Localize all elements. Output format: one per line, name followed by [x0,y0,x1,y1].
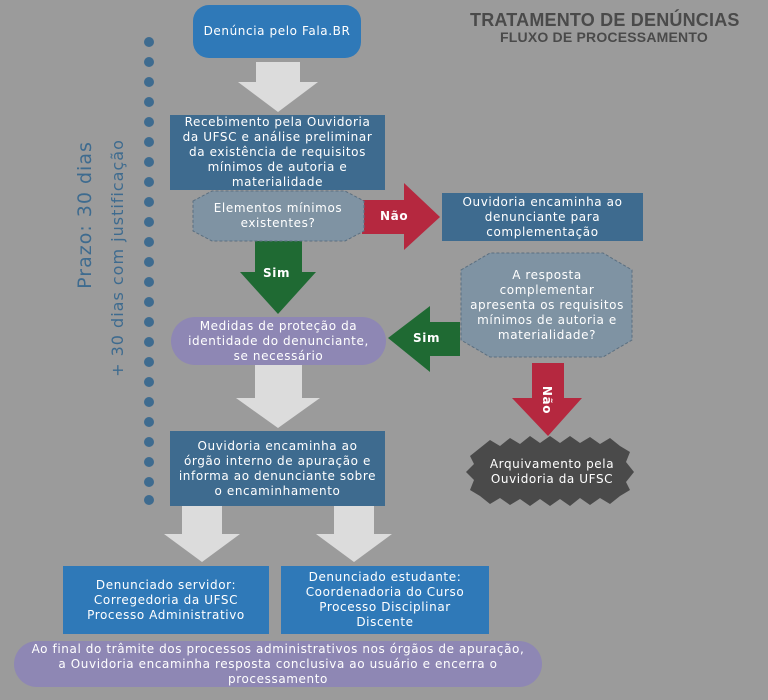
timeline-dot [144,77,154,87]
decision-1-text: Elementos mínimos existentes? [213,201,343,230]
protection-node: Medidas de proteção da identidade do den… [171,317,386,365]
forward-node: Ouvidoria encaminha ao órgão interno de … [170,431,385,506]
flow-arrow [316,506,392,562]
decision-2-shape [460,252,633,358]
diagram-subtitle: FLUXO DE PROCESSAMENTO [500,29,708,45]
timeline-dot [144,217,154,227]
decision-2-text: A resposta complementar apresenta os req… [470,267,624,342]
timeline-dot [144,37,154,47]
flow-arrow [238,62,318,112]
no-label-2: Não [540,385,555,415]
timeline-dot [144,137,154,147]
reception-node: Recebimento pela Ouvidoria da UFSC e aná… [170,115,385,190]
complement-node: Ouvidoria encaminha ao denunciante para … [442,193,643,241]
timeline-dot [144,237,154,247]
yes-label-2: Sim [413,331,441,345]
timeline-dot [144,357,154,367]
no-label-2-wrap: Não [539,383,559,423]
server-node: Denunciado servidor: Corregedoria da UFS… [63,566,269,634]
no-arrow-down [512,363,582,436]
timeline-dot [144,97,154,107]
timeline-dot [144,397,154,407]
diagram-title: TRATAMENTO DE DENÚNCIAS [470,10,740,30]
flow-arrow [236,365,320,428]
timeline-dot [144,337,154,347]
timeline-dot [144,477,154,487]
timeline-dot [144,157,154,167]
no-label-1: Não [380,209,409,223]
start-node: Denúncia pelo Fala.BR [193,5,361,58]
no-arrow-right [362,183,440,250]
flow-arrow [164,506,240,562]
timeline-dot [144,277,154,287]
timeline-dot [144,457,154,467]
timeline-dot [144,377,154,387]
yes-arrow-down [240,240,316,314]
timeline-dot [144,177,154,187]
yes-label-1: Sim [263,266,291,280]
yes-arrow-left [388,306,460,372]
timeline-dot [144,297,154,307]
timeline-dot [144,257,154,267]
student-node: Denunciado estudante: Coordenadoria do C… [281,566,489,634]
timeline-dot [144,495,154,505]
final-node: Ao final do trâmite dos processos admini… [14,641,542,687]
archive-node: Arquivamento pela Ouvidoria da UFSC [489,457,615,486]
timeline-dot [144,417,154,427]
timeline-dot [144,317,154,327]
timeline-dot [144,117,154,127]
archive-shape [466,436,634,506]
timeline-dot [144,197,154,207]
timeline-dot [144,57,154,67]
decision-1-shape [192,190,365,242]
timeline-dot [144,437,154,447]
